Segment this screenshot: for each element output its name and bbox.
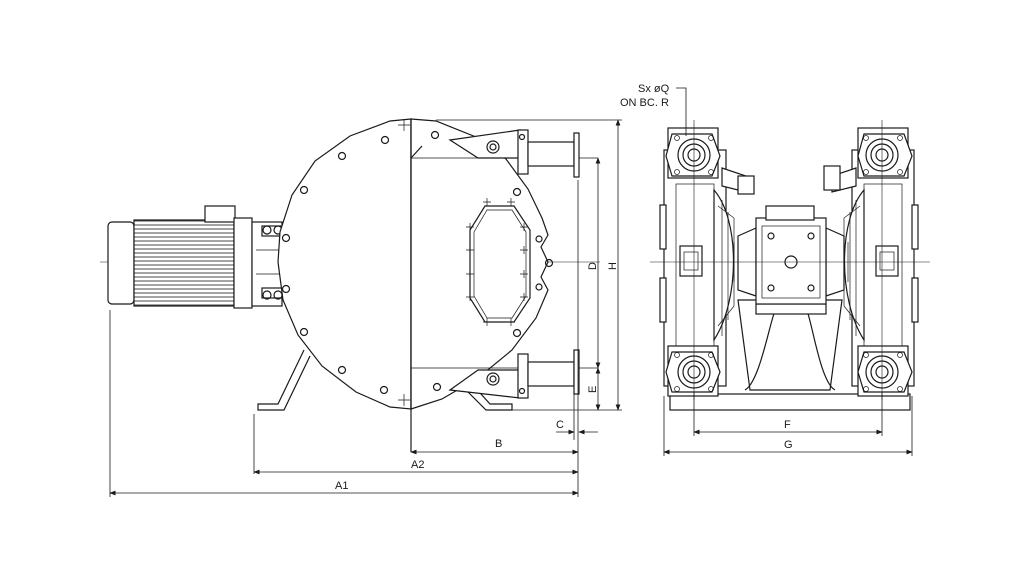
support-leg-right xyxy=(465,383,513,411)
pump-housing xyxy=(277,118,598,452)
dim-label-e: E xyxy=(587,386,599,393)
dim-label-f: F xyxy=(784,419,791,431)
front-view: A1 A2 B C D E H xyxy=(100,118,622,497)
dim-label-d: D xyxy=(587,262,599,270)
motor-end-cap xyxy=(107,221,135,305)
dim-label-a2: A2 xyxy=(411,459,424,471)
base-frame xyxy=(669,299,911,411)
motor-flange xyxy=(233,217,253,309)
lower-port xyxy=(448,349,580,399)
motor-cooling-fins xyxy=(133,219,235,307)
upper-port xyxy=(448,129,580,178)
callout-line-1: Sx øQ xyxy=(638,83,670,95)
port-flange-lower-left xyxy=(665,345,721,397)
electric-motor xyxy=(107,205,253,309)
dim-label-g: G xyxy=(784,439,793,451)
dimension-lines-front xyxy=(109,119,622,497)
dim-label-h: H xyxy=(607,262,619,270)
dimension-lines-side xyxy=(663,392,913,456)
gearbox xyxy=(251,221,285,307)
port-flange-upper-right xyxy=(857,127,913,179)
side-pipes xyxy=(721,165,857,195)
support-leg-left xyxy=(257,349,311,411)
bolt-circle-callout: Sx øQ ON BC. R xyxy=(620,83,687,136)
motor-terminal-box xyxy=(204,205,236,223)
side-view: Sx øQ ON BC. R F G xyxy=(620,83,930,456)
port-flange-lower-right xyxy=(857,345,913,397)
dim-label-b: B xyxy=(495,438,502,450)
callout-line-2: ON BC. R xyxy=(620,97,669,109)
housing-bolts xyxy=(281,119,554,406)
port-flange-upper-left xyxy=(665,127,721,179)
central-gearbox xyxy=(733,205,849,305)
dim-label-c: C xyxy=(556,419,564,431)
dim-label-a1: A1 xyxy=(335,480,348,492)
